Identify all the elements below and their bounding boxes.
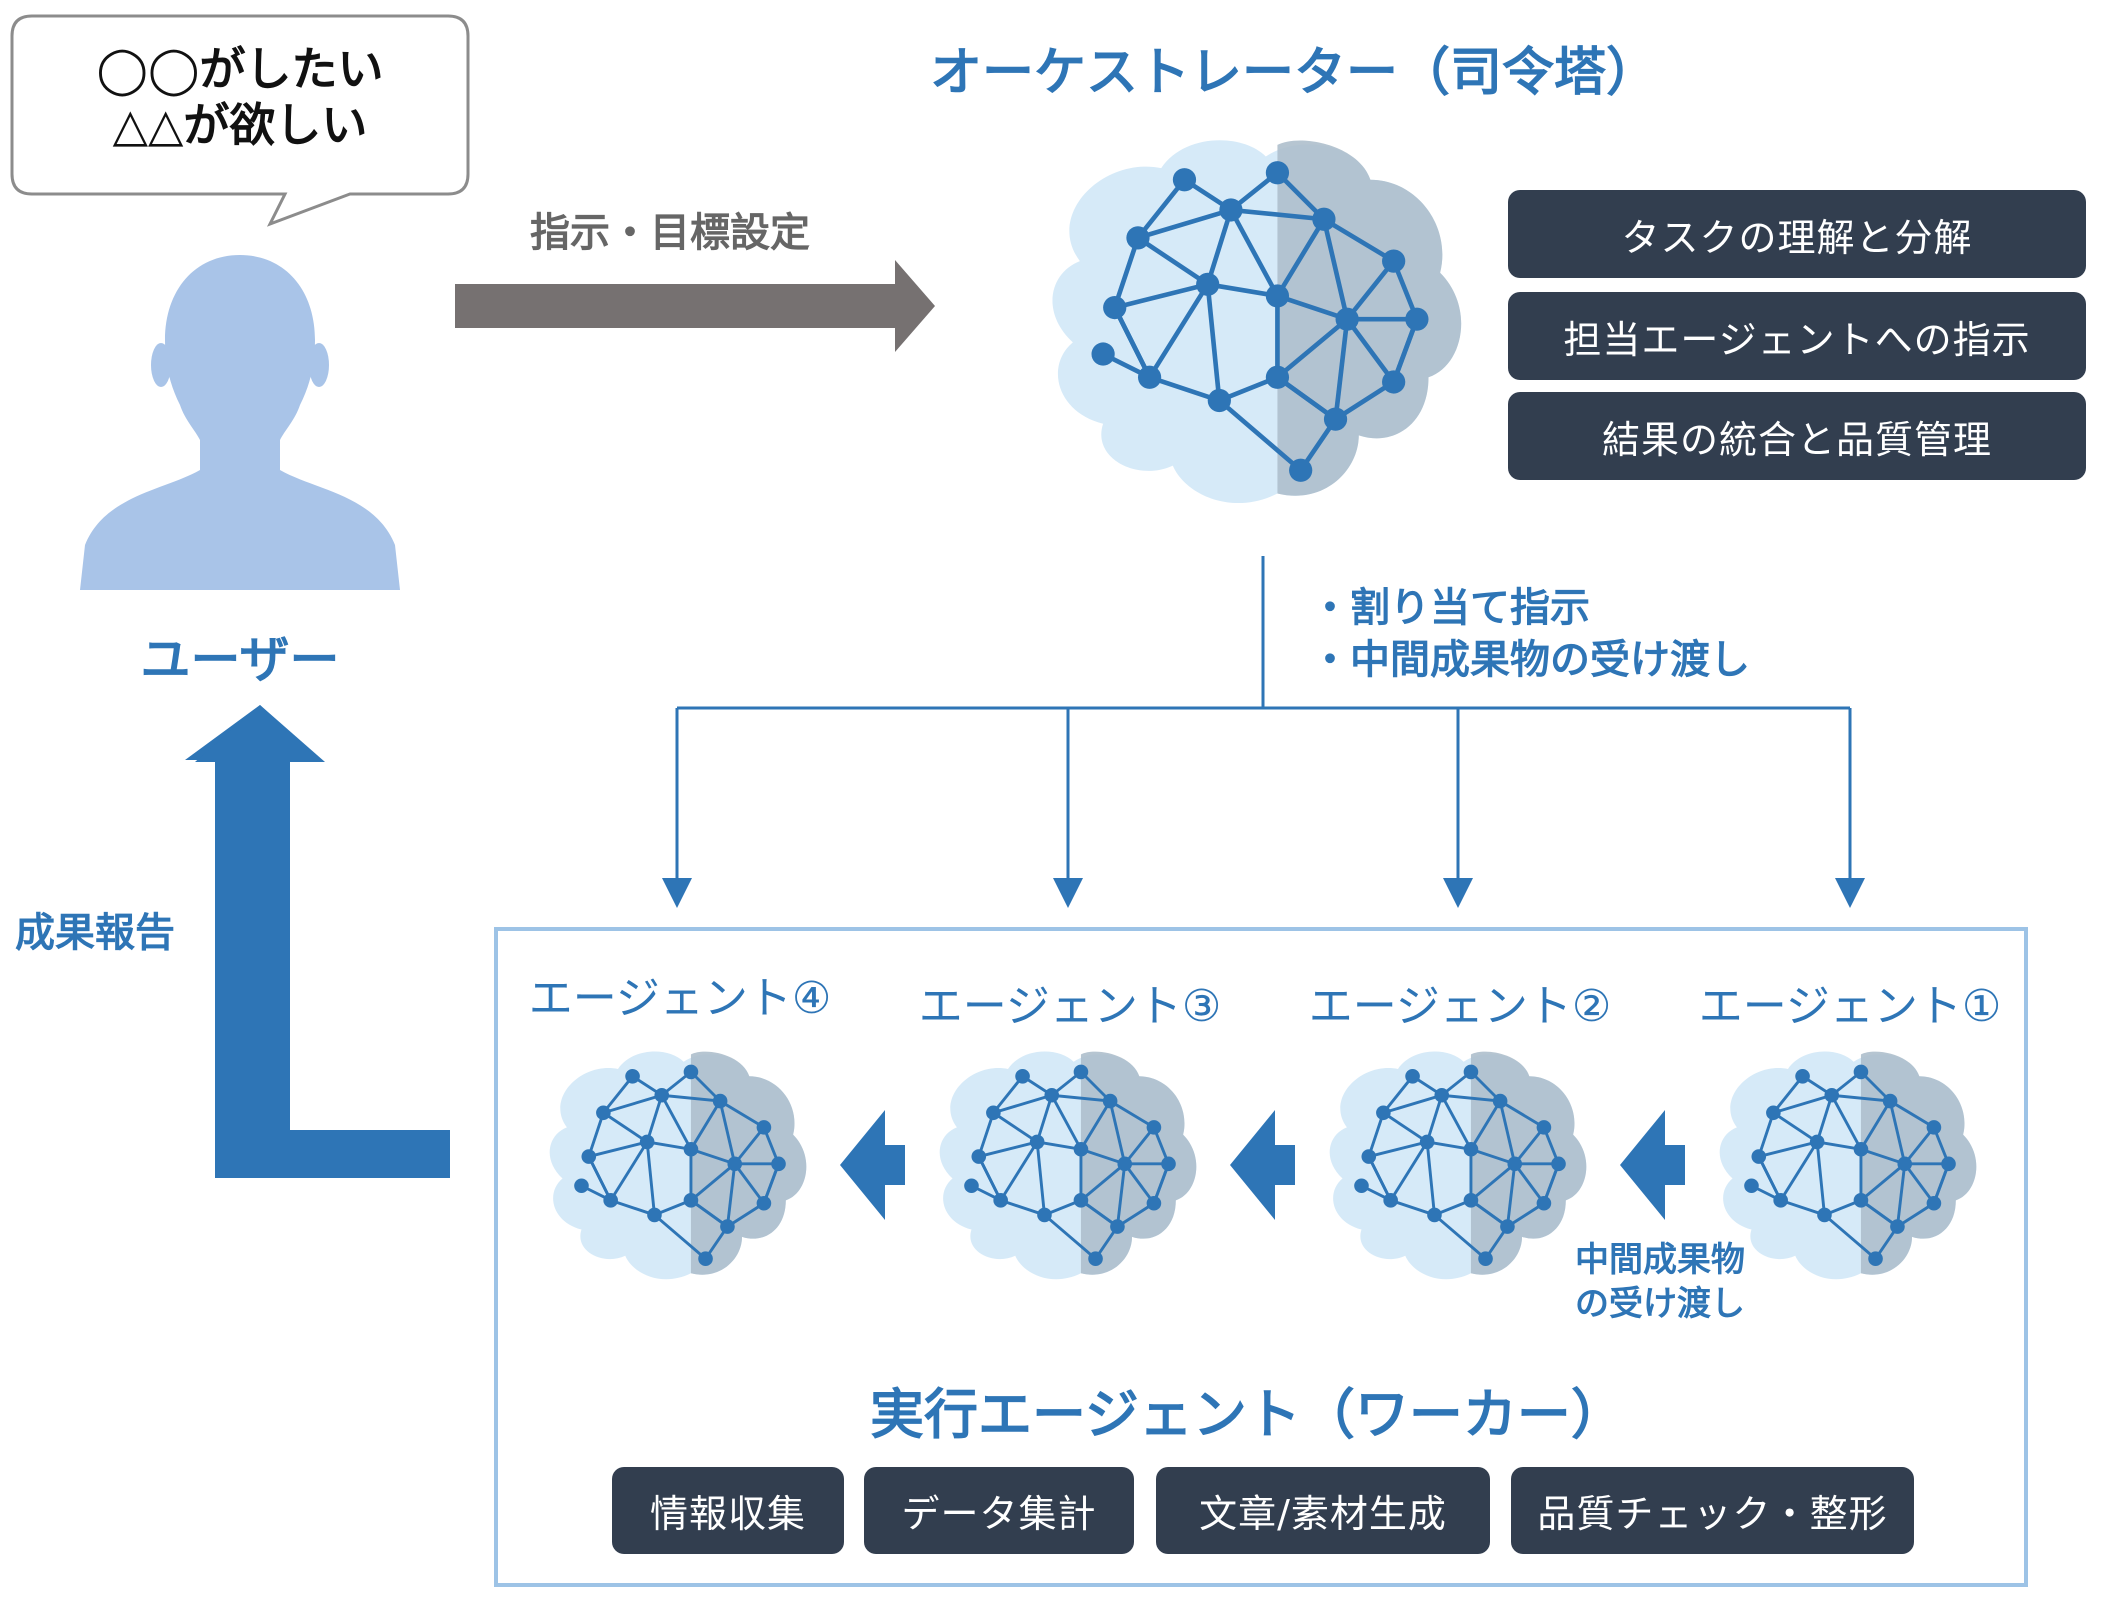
report-arrow	[185, 705, 450, 1178]
handoff-arrow-3-to-4	[840, 1110, 905, 1220]
handoff-arrow-2-to-3	[1230, 1110, 1295, 1220]
agent-3-brain-icon	[938, 1050, 1198, 1281]
speech-line-2: △△が欲しい	[112, 98, 368, 152]
instruction-arrow	[455, 260, 935, 352]
task-pill-1: 情報収集	[612, 1467, 844, 1554]
agent-label-1: エージェント①	[1698, 981, 2002, 1032]
report-label: 成果報告	[15, 910, 175, 956]
dispatch-lines	[662, 556, 1865, 908]
handoff-arrow-1-to-2	[1620, 1110, 1685, 1220]
agent-4-brain-icon	[548, 1050, 808, 1281]
agent-label-3: エージェント③	[918, 981, 1222, 1032]
agent-1-brain-icon	[1718, 1050, 1978, 1281]
speech-line-1: ◯◯がしたい	[96, 42, 384, 96]
role-pill-3: 結果の統合と品質管理	[1508, 392, 2086, 480]
task-pill-3: 文章/素材生成	[1156, 1467, 1490, 1554]
task-pill-2: データ集計	[864, 1467, 1134, 1554]
orchestrator-title: オーケストレーター（司令塔）	[930, 43, 1659, 103]
dispatch-line-2: ・中間成果物の受け渡し	[1310, 637, 1750, 683]
speech-bubble	[10, 14, 470, 227]
dispatch-line-1: ・割り当て指示	[1310, 585, 1590, 631]
role-pill-1: タスクの理解と分解	[1508, 190, 2086, 278]
agent-2-brain-icon	[1328, 1050, 1588, 1281]
instruction-label: 指示・目標設定	[530, 210, 810, 256]
handoff-line-1: 中間成果物	[1575, 1240, 1745, 1280]
agent-label-4: エージェント④	[528, 973, 832, 1024]
user-label: ユーザー	[140, 631, 340, 689]
user-silhouette-icon	[80, 255, 400, 590]
agent-label-2: エージェント②	[1308, 981, 1612, 1032]
handoff-line-2: の受け渡し	[1575, 1284, 1745, 1324]
role-pill-2: 担当エージェントへの指示	[1508, 292, 2086, 380]
task-pill-4: 品質チェック・整形	[1511, 1467, 1914, 1554]
workers-title: 実行エージェント（ワーカー）	[870, 1383, 1625, 1446]
workers-panel	[494, 927, 2028, 1587]
